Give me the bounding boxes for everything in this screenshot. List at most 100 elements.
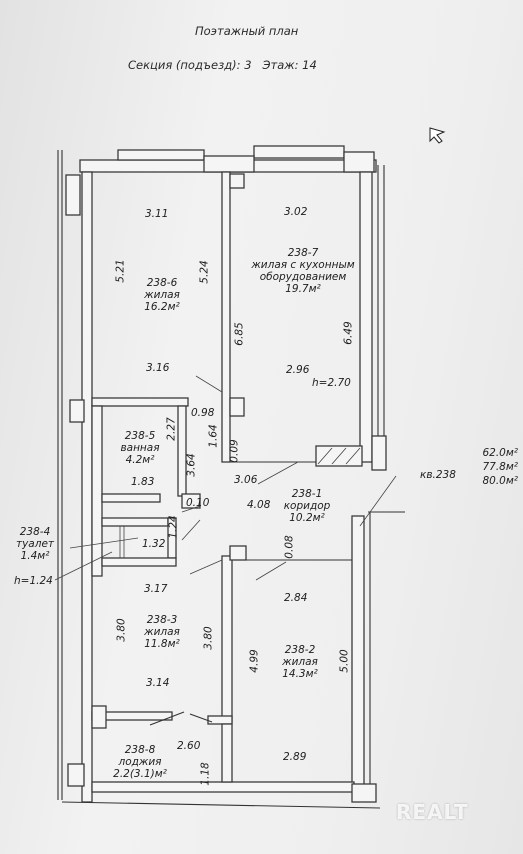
room-238-7-name-line1: жилая с кухонным (251, 259, 355, 271)
leader-2 (255, 561, 287, 581)
dim-3-06: 3.06 (234, 474, 258, 486)
room-238-5-name: ванная (120, 442, 160, 454)
apartment-area-2: 77.8м² (482, 461, 518, 473)
room-238-2-id: 238-2 (284, 644, 316, 656)
left-wall (81, 171, 93, 803)
dim-2-27: 2.27 (165, 417, 178, 441)
wall-2-8 (207, 715, 233, 725)
room-238-5-id: 238-5 (124, 430, 156, 442)
dim-5-21: 5.21 (114, 259, 127, 283)
room-238-8-id: 238-8 (124, 744, 156, 756)
room-238-4-height: h=1.24 (14, 575, 53, 587)
room-238-7-name-line2: оборудованием (259, 271, 347, 283)
dim-3-64: 3.64 (185, 453, 198, 477)
shaft-hatch-3 (345, 447, 361, 465)
dim-2-60: 2.60 (177, 740, 201, 752)
door-swing-2 (189, 713, 213, 723)
room-238-4-name: туалет (15, 538, 55, 550)
dim-3-14: 3.14 (146, 677, 170, 689)
leader-apartment (359, 475, 397, 527)
shaft-hatch-1 (317, 447, 333, 465)
dim-6-49: 6.49 (342, 321, 355, 345)
apartment-area-total: 62.0м² (482, 447, 518, 459)
room-238-4-label: 238-4 туалет 1.4м² (16, 526, 54, 562)
loggia-wall (221, 723, 233, 783)
cursor-arrow-icon (429, 127, 446, 144)
toilet-bottom (101, 557, 177, 567)
dim-6-85: 6.85 (233, 322, 246, 346)
room-238-2-name: жилая (282, 656, 318, 668)
column-3-8 (91, 705, 107, 729)
right-wall-upper (359, 171, 373, 463)
realt-watermark: REALT (396, 800, 469, 824)
dim-3-16: 3.16 (146, 362, 170, 374)
dim-1-24: 1.24 (167, 515, 180, 539)
room-238-2-area: 14.3м² (282, 668, 318, 680)
right-step (371, 435, 387, 471)
dim-3-80-right: 3.80 (202, 626, 215, 650)
bottom-wall (91, 781, 355, 793)
room-238-1-label: 238-1 коридор 10.2м² (284, 488, 331, 524)
leader-corridor (257, 461, 299, 485)
room-238-5-label: 238-5 ванная 4.2м² (120, 430, 159, 466)
room-238-3-label: 238-3 жилая 11.8м² (144, 614, 180, 650)
dim-1-64: 1.64 (207, 424, 220, 448)
ceiling-height: h=2.70 (312, 377, 351, 389)
bath-wall-right (177, 405, 187, 497)
dim-1-18: 1.18 (199, 762, 212, 786)
room-238-7-id: 238-7 (287, 247, 319, 259)
bottom-right-corner (351, 783, 377, 803)
room-238-4-id: 238-4 (19, 526, 51, 538)
dim-0-08: 0.08 (283, 535, 296, 559)
dim-5-24: 5.24 (198, 260, 211, 284)
room-238-8-area: 2.2(3.1)м² (113, 768, 167, 780)
room-238-8-name: лоджия (118, 756, 162, 768)
dim-2-96: 2.96 (286, 364, 310, 376)
section-floor-line: Секция (подъезд): 3 Этаж: 14 (128, 58, 317, 72)
leader-height (54, 551, 113, 581)
dim-3-02: 3.02 (284, 206, 308, 218)
room-238-1-area: 10.2м² (289, 512, 325, 524)
column-6-7-top (229, 173, 245, 189)
room-238-5-area: 4.2м² (125, 454, 155, 466)
wall-6-bath (91, 397, 189, 407)
dim-4-08: 4.08 (247, 499, 271, 511)
right-wall-lower (351, 515, 365, 787)
apartment-areas: 62.0м² 77.8м² 80.0м² (468, 446, 518, 488)
dim-4-99: 4.99 (248, 649, 261, 673)
column-6-7-mid (229, 397, 245, 417)
dim-2-84: 2.84 (284, 592, 308, 604)
dim-5-00: 5.00 (338, 649, 351, 673)
left-column-mid (69, 399, 85, 423)
room-238-6-label: 238-6 жилая 16.2м² (144, 277, 180, 313)
window-right (253, 145, 345, 159)
room-238-6-area: 16.2м² (144, 301, 180, 313)
room-238-3-name: жилая (144, 626, 180, 638)
dim-0-10: 0.10 (186, 497, 210, 509)
apartment-label: кв.238 (420, 469, 456, 481)
room-238-6-id: 238-6 (146, 277, 178, 289)
room-238-7-area: 19.7м² (285, 283, 321, 295)
top-pillar-1 (203, 155, 255, 173)
shaft-hatch-2 (331, 447, 347, 465)
dim-3-11: 3.11 (145, 208, 169, 220)
dim-0-09: 0.09 (228, 439, 241, 463)
room-238-6-name: жилая (144, 289, 180, 301)
leader-124 (181, 519, 201, 541)
wall-3-2 (221, 555, 233, 723)
room-238-8-label: 238-8 лоджия 2.2(3.1)м² (113, 744, 167, 780)
leader-toilet (69, 537, 139, 549)
apartment-area-3: 80.0м² (482, 475, 518, 487)
room-238-4-area: 1.4м² (20, 550, 50, 562)
dim-2-89: 2.89 (283, 751, 307, 763)
plan-title: Поэтажный план (195, 24, 299, 38)
toilet-top (101, 517, 169, 527)
bath-wall-left (91, 405, 103, 577)
dim-1-83: 1.83 (131, 476, 155, 488)
left-column-bottom (67, 763, 85, 787)
leader-010 (181, 505, 201, 513)
room-238-3-id: 238-3 (146, 614, 178, 626)
dim-1-32: 1.32 (142, 538, 166, 550)
column-3-2-top (229, 545, 247, 561)
